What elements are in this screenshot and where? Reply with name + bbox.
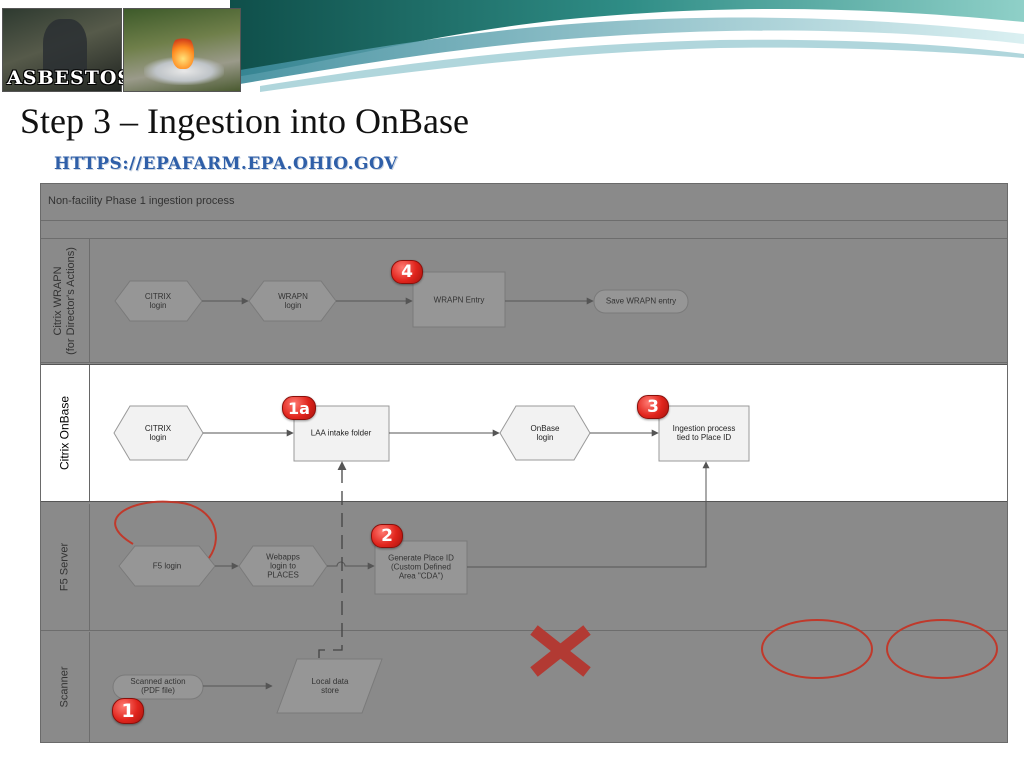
generate-place-id-label: Generate Place ID (Custom Defined Area "… bbox=[388, 553, 454, 581]
onbase-login-label: OnBase login bbox=[530, 424, 560, 442]
asbestos-worker-photo: ASBESTOS bbox=[2, 8, 131, 92]
red-x-mark-icon bbox=[530, 625, 591, 677]
scanned-action-node bbox=[112, 674, 204, 700]
f5-login-label: F5 login bbox=[152, 561, 182, 571]
generate-place-id-node bbox=[374, 540, 468, 595]
step-badge-2: 2 bbox=[371, 524, 403, 548]
save-wrapn-entry-node bbox=[593, 289, 689, 314]
wrapn-entry-label: WRAPN Entry bbox=[433, 295, 485, 305]
banner-swoosh bbox=[230, 0, 1024, 92]
ingestion-process-diagram: Non-facility Phase 1 ingestion process C… bbox=[40, 183, 1008, 743]
diagram-title-bar: Non-facility Phase 1 ingestion process bbox=[41, 184, 1007, 221]
ingestion-process-node bbox=[658, 405, 750, 462]
header-banner: ASBESTOS bbox=[0, 0, 1024, 95]
red-ellipse-annotation-1 bbox=[761, 619, 873, 679]
worker-silhouette bbox=[43, 19, 87, 79]
dashed-store-to-laa bbox=[318, 461, 347, 658]
arrow-webapps-to-generate bbox=[327, 561, 375, 570]
wrapn-citrix-login-label: CITRIX login bbox=[144, 292, 172, 310]
epa-farm-url[interactable]: HTTPS://EPAFARM.EPA.OHIO.GOV bbox=[54, 154, 398, 174]
burning-debris-photo bbox=[123, 8, 241, 92]
red-ellipse-annotation-2 bbox=[886, 619, 998, 679]
laa-intake-folder-label: LAA intake folder bbox=[310, 428, 372, 438]
save-wrapn-entry-label: Save WRAPN entry bbox=[605, 296, 677, 306]
webapps-login-label: Webapps login to PLACES bbox=[266, 552, 300, 580]
diagram-sub-bar bbox=[41, 221, 1007, 239]
step-badge-1: 1 bbox=[112, 698, 144, 724]
step-badge-4: 4 bbox=[391, 260, 423, 284]
slide-title: Step 3 – Ingestion into OnBase bbox=[20, 101, 469, 141]
onbase-citrix-login-label: CITRIX login bbox=[144, 424, 172, 442]
local-data-store-node bbox=[276, 658, 383, 714]
flow-diagram-svg bbox=[112, 271, 998, 714]
asbestos-logo-text: ASBESTOS bbox=[7, 67, 133, 89]
step-badge-1a: 1a bbox=[282, 396, 316, 420]
wrapn-login-label: WRAPN login bbox=[278, 292, 308, 310]
ingestion-process-label: Ingestion process tied to Place ID bbox=[672, 424, 736, 442]
diagram-title: Non-facility Phase 1 ingestion process bbox=[48, 195, 235, 207]
step-badge-3: 3 bbox=[637, 395, 669, 419]
arrow-generate-to-ingestion bbox=[467, 461, 710, 568]
local-data-store-label: Local data store bbox=[311, 677, 349, 695]
wrapn-entry-node bbox=[412, 271, 506, 328]
red-loop-annotation-f5 bbox=[114, 500, 217, 559]
scanned-action-label: Scanned action (PDF file) bbox=[130, 677, 186, 695]
fire-icon bbox=[172, 35, 194, 69]
